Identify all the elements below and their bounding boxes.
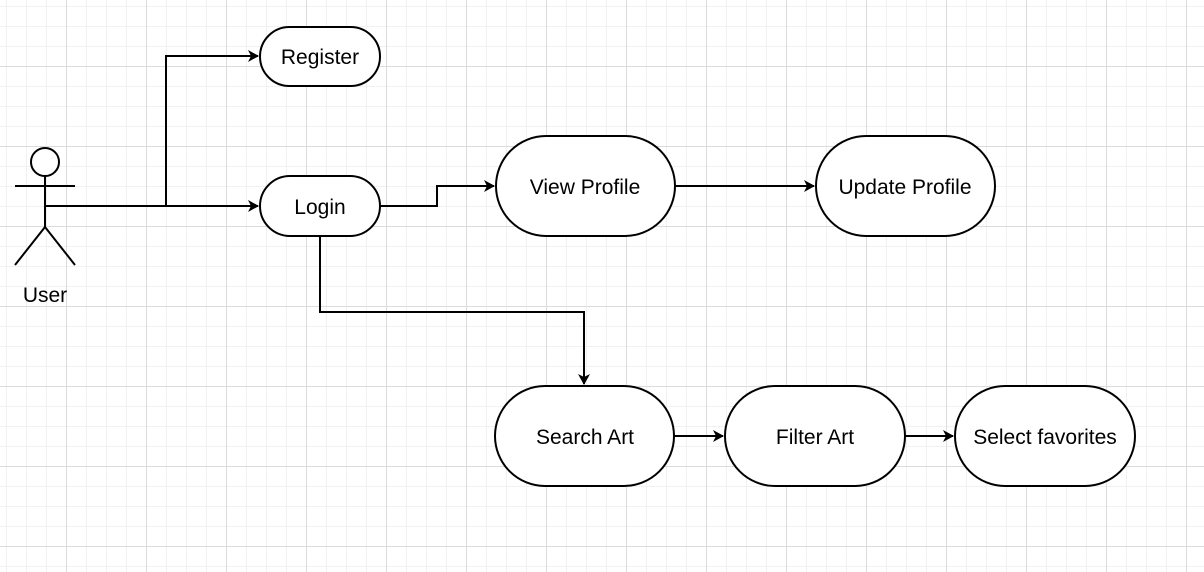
edge-user-to-register [165, 50, 259, 206]
actor-right-leg [44, 226, 76, 266]
use-case-select-favorites[interactable]: Select favorites [954, 385, 1136, 487]
use-case-register[interactable]: Register [259, 26, 381, 87]
filter-art-shape [724, 385, 906, 487]
use-case-filter-art[interactable]: Filter Art [724, 385, 906, 487]
user-actor[interactable]: User [14, 147, 76, 307]
edge-login-to-search-art [319, 237, 590, 385]
select-favorites-label: Select favorites [973, 426, 1117, 449]
register-shape [259, 26, 381, 87]
search-art-shape [494, 385, 675, 487]
search-art-label: Search Art [536, 426, 634, 449]
use-case-search-art[interactable]: Search Art [494, 385, 675, 487]
view-profile-label: View Profile [530, 176, 641, 199]
login-label: Login [294, 196, 345, 219]
connectors [45, 50, 954, 442]
actor-left-leg [14, 226, 46, 266]
actor-head [30, 147, 60, 177]
actor-label: User [23, 284, 67, 307]
register-label: Register [281, 46, 359, 69]
select-favorites-shape [954, 385, 1136, 487]
login-shape [259, 175, 381, 237]
edge-login-to-view-profile [380, 180, 495, 207]
view-profile-shape [495, 135, 676, 237]
use-case-view-profile[interactable]: View Profile [495, 135, 676, 237]
update-profile-label: Update Profile [838, 176, 971, 199]
update-profile-shape [815, 135, 996, 237]
use-case-login[interactable]: Login [259, 175, 381, 237]
filter-art-label: Filter Art [776, 426, 854, 449]
use-case-update-profile[interactable]: Update Profile [815, 135, 996, 237]
